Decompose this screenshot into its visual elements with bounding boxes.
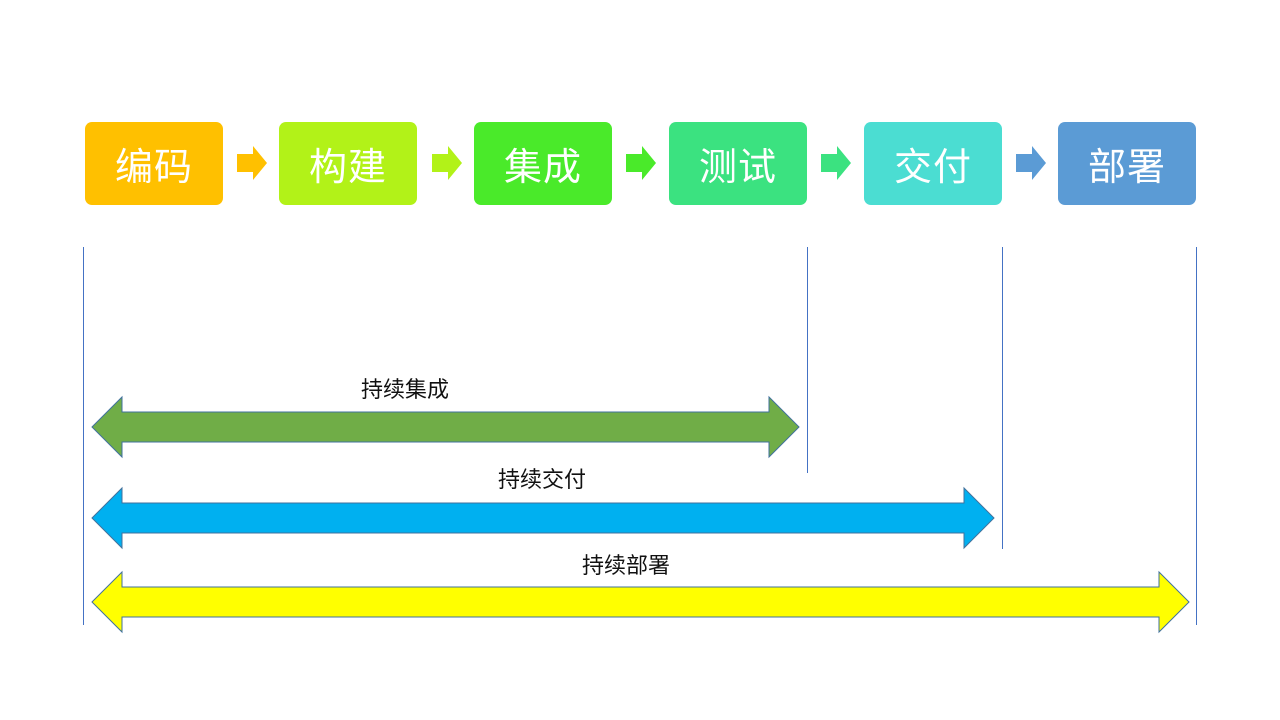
connector-arrow-2 — [432, 146, 462, 180]
connector-arrow-5 — [1016, 146, 1046, 180]
step-integration: 集成 — [474, 122, 612, 205]
step-test: 测试 — [669, 122, 807, 205]
span-arrow-continuous-deployment — [91, 570, 1190, 634]
label-continuous-deployment: 持续部署 — [581, 554, 671, 579]
label-continuous-delivery: 持续交付 — [497, 468, 587, 493]
step-label: 构建 — [308, 145, 387, 189]
step-delivery: 交付 — [864, 122, 1002, 205]
step-label: 交付 — [893, 145, 972, 189]
step-label: 部署 — [1087, 145, 1166, 189]
step-coding: 编码 — [85, 122, 223, 205]
step-label: 测试 — [698, 145, 777, 189]
step-build: 构建 — [279, 122, 417, 205]
connector-arrow-1 — [237, 146, 267, 180]
connector-arrow-4 — [821, 146, 851, 180]
step-label: 编码 — [114, 145, 193, 189]
step-deployment: 部署 — [1058, 122, 1196, 205]
span-arrow-continuous-delivery — [91, 486, 995, 550]
step-label: 集成 — [503, 145, 582, 189]
connector-arrow-3 — [626, 146, 656, 180]
label-continuous-integration: 持续集成 — [360, 378, 450, 403]
span-arrow-continuous-integration — [91, 395, 800, 459]
